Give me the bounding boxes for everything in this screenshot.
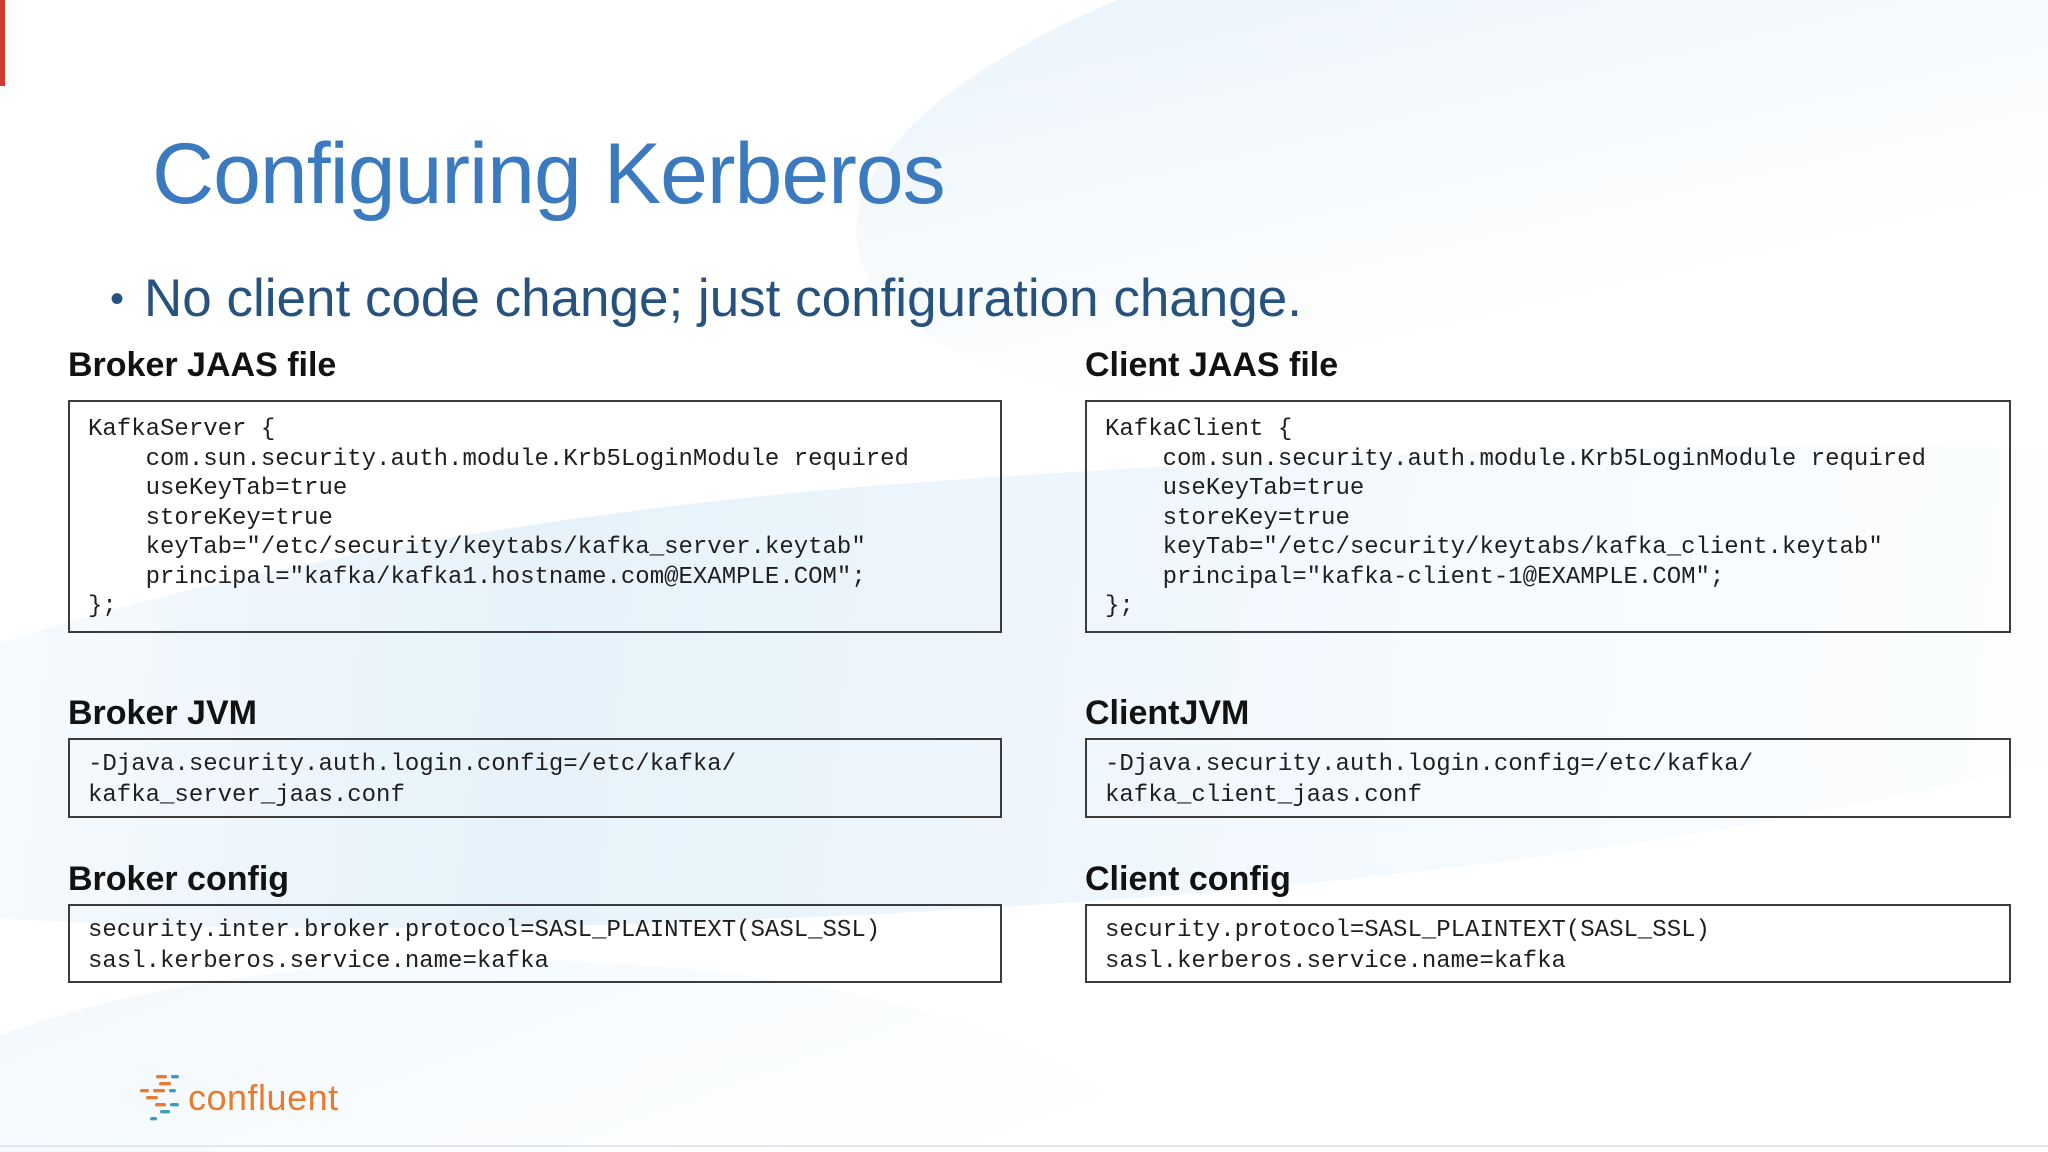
client-config-label: Client config <box>1085 860 1291 898</box>
broker-jvm-label: Broker JVM <box>68 694 257 732</box>
broker-jaas-code-box: KafkaServer { com.sun.security.auth.modu… <box>68 400 1002 633</box>
client-jvm-code-box: -Djava.security.auth.login.config=/etc/k… <box>1085 738 2011 818</box>
client-jvm-code: -Djava.security.auth.login.config=/etc/k… <box>1105 751 1754 809</box>
broker-config-code-box: security.inter.broker.protocol=SASL_PLAI… <box>68 904 1002 983</box>
bullet-text: No client code change; just configuratio… <box>144 269 1302 328</box>
bottom-divider-line <box>0 1145 2048 1147</box>
confluent-logo-icon <box>140 1075 179 1121</box>
broker-jaas-label: Broker JAAS file <box>68 346 337 384</box>
client-jaas-label: Client JAAS file <box>1085 346 1339 384</box>
bullet-line: • No client code change; just configurat… <box>110 266 1302 332</box>
slide-title: Configuring Kerberos <box>152 126 946 222</box>
client-jaas-code-box: KafkaClient { com.sun.security.auth.modu… <box>1085 400 2011 633</box>
broker-jaas-code: KafkaServer { com.sun.security.auth.modu… <box>88 416 909 620</box>
client-jaas-code: KafkaClient { com.sun.security.auth.modu… <box>1105 416 1926 620</box>
client-config-code-box: security.protocol=SASL_PLAINTEXT(SASL_SS… <box>1085 904 2011 983</box>
broker-config-code: security.inter.broker.protocol=SASL_PLAI… <box>88 917 881 975</box>
broker-config-label: Broker config <box>68 860 290 898</box>
confluent-logo-text: confluent <box>188 1077 339 1118</box>
confluent-logo: confluent <box>138 1072 339 1124</box>
broker-jvm-code: -Djava.security.auth.login.config=/etc/k… <box>88 751 737 809</box>
client-config-code: security.protocol=SASL_PLAINTEXT(SASL_SS… <box>1105 917 1710 975</box>
left-edge-artifact <box>0 0 5 86</box>
client-jvm-label: ClientJVM <box>1085 694 1250 732</box>
bullet-icon: • <box>110 277 125 321</box>
broker-jvm-code-box: -Djava.security.auth.login.config=/etc/k… <box>68 738 1002 818</box>
